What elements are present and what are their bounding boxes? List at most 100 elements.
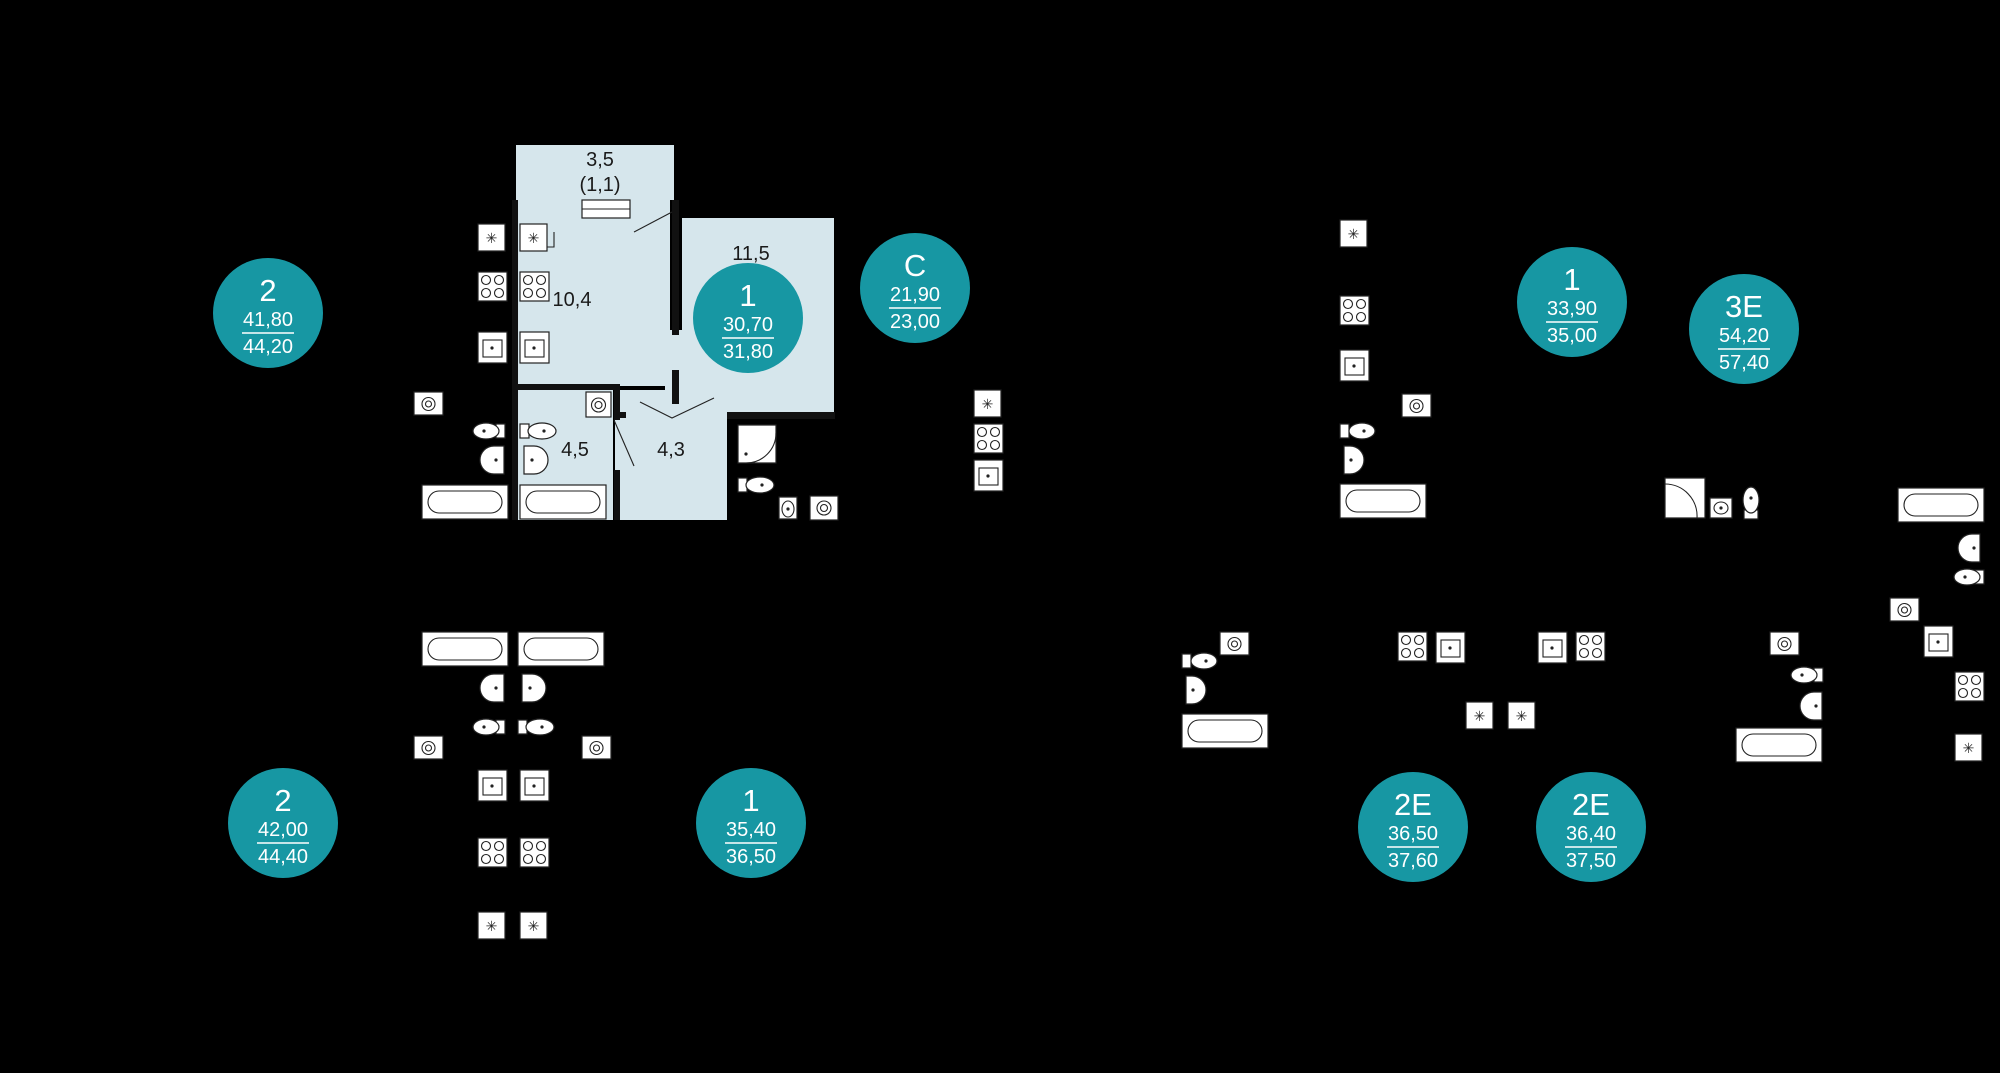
svg-text:42,00: 42,00 <box>258 819 308 841</box>
svg-text:37,60: 37,60 <box>1388 850 1438 872</box>
room-label: 11,5 <box>732 243 769 265</box>
washbasin-icon <box>1957 533 1981 563</box>
bathtub-icon <box>517 631 605 667</box>
apartment-badge[interactable]: 2 42,00 44,40 <box>228 768 338 878</box>
svg-text:35,40: 35,40 <box>726 819 776 841</box>
svg-text:1: 1 <box>739 278 756 313</box>
apartment-badge[interactable]: 1 35,40 36,50 <box>696 768 806 878</box>
washer-icon <box>585 391 612 418</box>
fixtures-left-bottom: ✳ ✳ <box>413 631 612 940</box>
sink-icon <box>477 769 508 802</box>
wall <box>512 200 518 520</box>
washbasin-icon <box>1709 497 1733 519</box>
toilet-icon <box>1742 486 1760 520</box>
toilet-icon <box>1181 652 1218 670</box>
svg-text:54,20: 54,20 <box>1719 325 1769 347</box>
sink-icon <box>1537 631 1568 664</box>
wall <box>727 412 835 419</box>
stove-icon <box>477 837 508 868</box>
room-label: 4,5 <box>561 439 589 461</box>
vent-icon: ✳ <box>477 911 506 940</box>
svg-text:✳: ✳ <box>528 230 540 246</box>
wall <box>614 470 620 520</box>
svg-text:✳: ✳ <box>982 396 994 412</box>
washer-icon <box>1401 393 1432 418</box>
svg-text:44,20: 44,20 <box>243 336 293 358</box>
svg-text:2: 2 <box>274 783 291 818</box>
svg-text:✳: ✳ <box>1474 708 1486 724</box>
toilet-icon <box>519 422 557 440</box>
svg-text:21,90: 21,90 <box>890 284 940 306</box>
toilet-icon <box>1790 666 1824 684</box>
door-swing <box>639 397 715 419</box>
wall <box>620 412 626 418</box>
vent-icon: ✳ <box>519 911 548 940</box>
washer-icon <box>413 391 444 416</box>
apartment-badge[interactable]: 3E 54,20 57,40 <box>1689 274 1799 384</box>
svg-text:✳: ✳ <box>486 230 498 246</box>
sink-icon <box>973 459 1004 492</box>
apartment-badge[interactable]: 1 33,90 35,00 <box>1517 247 1627 357</box>
sink-icon <box>1435 631 1466 664</box>
wall <box>672 370 679 404</box>
bathtub-icon <box>519 484 607 520</box>
svg-text:2E: 2E <box>1572 787 1610 822</box>
svg-text:23,00: 23,00 <box>890 311 940 333</box>
svg-text:41,80: 41,80 <box>243 309 293 331</box>
washbasin-icon <box>479 445 505 475</box>
washer-icon <box>1219 631 1250 656</box>
room-label: 4,3 <box>657 439 685 461</box>
washer-icon <box>581 735 612 760</box>
stove-icon <box>973 423 1004 454</box>
stove-icon <box>519 837 550 868</box>
svg-text:57,40: 57,40 <box>1719 352 1769 374</box>
svg-text:44,40: 44,40 <box>258 846 308 868</box>
svg-text:C: C <box>904 248 926 283</box>
shower-icon <box>737 424 777 464</box>
room-label: 10,4 <box>553 289 592 311</box>
stove-icon <box>1339 295 1370 326</box>
wall <box>672 200 679 335</box>
toilet-icon <box>1953 568 1985 586</box>
fixtures-right-top: ✳ <box>1339 219 1760 520</box>
svg-text:36,40: 36,40 <box>1566 823 1616 845</box>
sink-icon <box>477 331 508 364</box>
svg-text:✳: ✳ <box>1516 708 1528 724</box>
washer-icon <box>1769 631 1800 656</box>
washbasin-icon <box>479 673 505 703</box>
toilet-icon <box>472 422 506 440</box>
bathtub-icon <box>1181 713 1269 749</box>
bathtub-icon <box>1339 483 1427 519</box>
apartment-badge[interactable]: 2 41,80 44,20 <box>213 258 323 368</box>
fixtures-left-top: ✳ <box>413 223 509 520</box>
washbasin-icon <box>1185 675 1207 705</box>
apartment-badge[interactable]: 2E 36,50 37,60 <box>1358 772 1468 882</box>
svg-text:1: 1 <box>1563 262 1580 297</box>
apartment-badge[interactable]: 2E 36,40 37,50 <box>1536 772 1646 882</box>
washbasin-icon <box>523 445 549 475</box>
vent-icon: ✳ <box>1507 701 1536 730</box>
svg-text:36,50: 36,50 <box>726 846 776 868</box>
washer-icon <box>809 495 839 521</box>
washbasin-icon <box>521 673 547 703</box>
apartment-badge[interactable]: C 21,90 23,00 <box>860 233 970 343</box>
sink-icon <box>519 769 550 802</box>
svg-text:31,80: 31,80 <box>723 341 773 363</box>
svg-text:2E: 2E <box>1394 787 1432 822</box>
svg-text:2: 2 <box>259 273 276 308</box>
bathtub-icon <box>1897 487 1985 523</box>
svg-text:1: 1 <box>742 783 759 818</box>
stove-icon <box>519 271 550 302</box>
toilet-icon <box>472 718 506 736</box>
washer-icon <box>413 735 444 760</box>
vent-icon: ✳ <box>1465 701 1494 730</box>
svg-text:37,50: 37,50 <box>1566 850 1616 872</box>
apartment-badge[interactable]: 1 30,70 31,80 <box>693 263 803 373</box>
hall-room <box>615 390 727 520</box>
bathtub-icon <box>1735 727 1823 763</box>
sink-icon <box>1339 349 1370 382</box>
shower-icon <box>1664 477 1706 519</box>
selected-apartment[interactable]: 3,5 (1,1) 10,4 11,5 4,5 4,3 ✳ <box>512 145 839 521</box>
room-label: (1,1) <box>579 174 620 196</box>
